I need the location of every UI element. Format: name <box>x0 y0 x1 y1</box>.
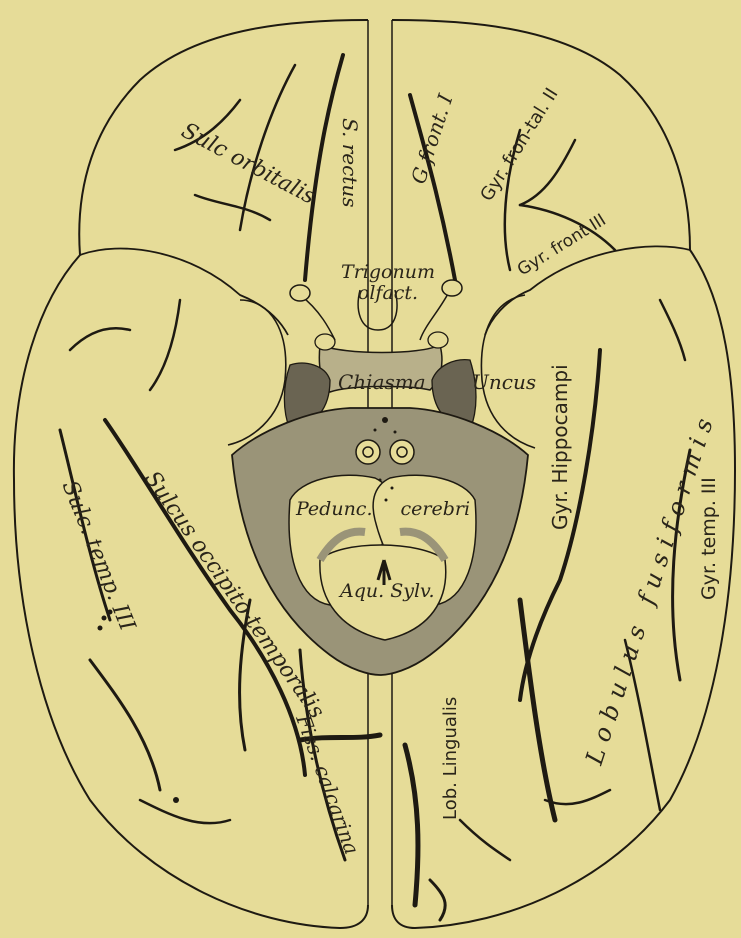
label-s-rectus: S. rectus <box>340 118 360 207</box>
left-temporal-pole <box>228 300 286 445</box>
right-frontal-boundary <box>485 246 690 335</box>
label-lob-lingualis: Lob. Lingualis <box>442 697 460 820</box>
label-aqu-sylv: Aqu. Sylv. <box>340 582 435 601</box>
dotted-sulcus <box>98 610 180 804</box>
label-gyr-temp-iii: Gyr. temp. III <box>700 477 719 600</box>
label-gyr-hippocampi: Gyr. Hippocampi <box>550 364 570 530</box>
label-trigonum-olfact: Trigonum olfact. <box>328 262 448 304</box>
label-pedunc-cerebri: Pedunc. cerebri <box>296 500 470 519</box>
label-uncus: Uncus <box>472 372 536 392</box>
left-frontal-boundary <box>80 248 288 335</box>
label-chiasma: Chiasma <box>338 372 426 392</box>
